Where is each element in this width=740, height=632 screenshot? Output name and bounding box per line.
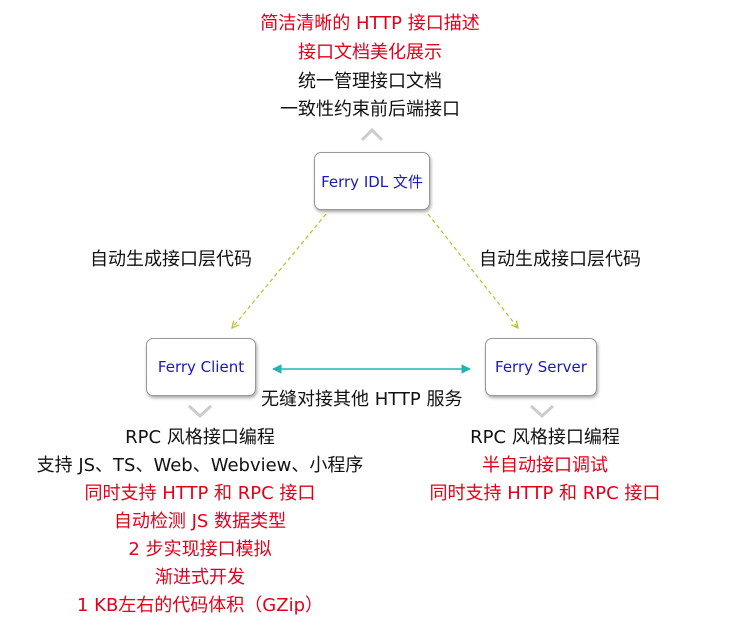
idl-to-server-arrow: [427, 213, 518, 328]
chevron-down-icon: [187, 404, 213, 419]
server-note: 同时支持 HTTP 和 RPC 接口: [429, 483, 661, 504]
client-notes: RPC 风格接口编程 支持 JS、TS、Web、Webview、小程序 同时支持…: [0, 424, 400, 620]
idl-note: 简洁清晰的 HTTP 接口描述: [260, 13, 480, 34]
idl-note: 接口文档美化展示: [298, 42, 442, 63]
client-server-edge-label: 无缝对接其他 HTTP 服务: [261, 389, 463, 410]
server-note: RPC 风格接口编程: [470, 427, 620, 448]
ferry-client-node: Ferry Client: [146, 338, 256, 396]
idl-note: 统一管理接口文档: [298, 71, 442, 92]
client-note: 支持 JS、TS、Web、Webview、小程序: [36, 455, 364, 476]
chevron-up-icon: [360, 127, 384, 142]
ferry-server-label: Ferry Server: [495, 358, 587, 376]
idl-server-edge-label: 自动生成接口层代码: [479, 249, 641, 270]
idl-note: 一致性约束前后端接口: [280, 99, 460, 120]
client-note: 渐进式开发: [155, 567, 245, 588]
server-note: 半自动接口调试: [482, 455, 608, 476]
chevron-down-icon: [529, 404, 555, 419]
client-note: 同时支持 HTTP 和 RPC 接口: [84, 483, 316, 504]
client-note: RPC 风格接口编程: [125, 427, 275, 448]
server-notes: RPC 风格接口编程 半自动接口调试 同时支持 HTTP 和 RPC 接口: [400, 424, 690, 508]
ferry-client-label: Ferry Client: [157, 358, 245, 376]
client-note: 2 步实现接口模拟: [128, 539, 272, 560]
client-note: 自动检测 JS 数据类型: [113, 511, 287, 532]
client-note: 1 KB左右的代码体积（GZip）: [76, 595, 324, 616]
ferry-server-node: Ferry Server: [485, 338, 597, 396]
idl-to-client-arrow: [232, 213, 327, 328]
ferry-idl-label: Ferry IDL 文件: [321, 172, 423, 191]
idl-client-edge-label: 自动生成接口层代码: [90, 249, 252, 270]
ferry-idl-node: Ferry IDL 文件: [314, 152, 430, 210]
